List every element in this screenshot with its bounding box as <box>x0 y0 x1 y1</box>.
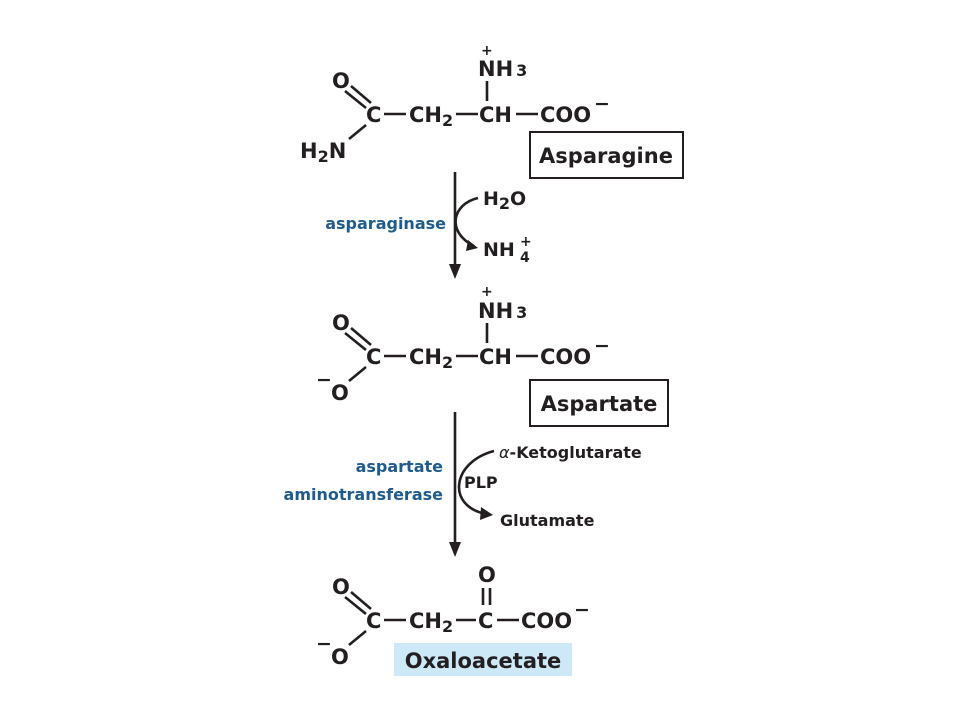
oxaloacetate-structure: O O C CH2 C COO − − O Oxaloacetate <box>316 563 590 676</box>
oxaloacetate-coo: COO <box>521 609 572 633</box>
asparagine-coo: COO <box>540 103 591 127</box>
step1-side-arrow <box>454 196 479 248</box>
aspartate-coo: COO <box>540 345 591 369</box>
oxaloacetate-label-highlight <box>394 643 572 676</box>
aspartate-carbonyl-o: O <box>332 311 350 335</box>
aspartate-c-o-bond <box>348 365 367 383</box>
aspartate-co-double-bond-b <box>350 327 372 346</box>
step1-ammonium-output: NH <box>483 239 515 261</box>
aspartate-o-minus: O <box>331 381 349 405</box>
aspartate-coo-charge: − <box>594 335 610 357</box>
aspartate-label-box <box>529 379 669 427</box>
step1-ammonium-charge: + <box>520 234 532 250</box>
asparagine-label: Asparagine <box>539 144 673 168</box>
oxaloacetate-keto-c: C <box>478 609 493 633</box>
step1-side-arrowhead <box>466 240 478 251</box>
asparagine-amide-nh2: H2N <box>300 139 346 166</box>
oxaloacetate-o-minus-charge: − <box>316 633 332 655</box>
asparaginase-enzyme-label: asparaginase <box>325 214 446 233</box>
step1-ammonium-subscript: 4 <box>520 250 530 266</box>
oxaloacetate-coo-charge: − <box>574 599 590 621</box>
step1-main-arrowhead <box>449 264 461 279</box>
asparagine-ch2: CH2 <box>409 103 453 130</box>
oxaloacetate-co-double-bond-b <box>350 591 372 610</box>
asparagine-co-double-bond-b <box>350 85 372 104</box>
step2-side-arrowhead <box>480 507 493 520</box>
glutamate-output: Glutamate <box>500 511 595 530</box>
aspartate-o-minus-charge: − <box>316 369 332 391</box>
alpha-ketoglutarate-input: α-Ketoglutarate <box>499 443 642 462</box>
asparagine-nh3-charge: + <box>481 43 493 59</box>
aspartate-aminotransferase-label-line1: aspartate <box>356 457 444 476</box>
asparagine-c-n-bond <box>348 123 367 141</box>
step2-reaction: aspartate aminotransferase PLP α-Ketoglu… <box>284 412 642 557</box>
aspartate-aminotransferase-label-line2: aminotransferase <box>284 485 444 504</box>
asparagine-label-box <box>529 131 684 179</box>
asparagine-co-double-bond-a <box>344 89 367 110</box>
aspartate-ch: CH <box>479 345 512 369</box>
oxaloacetate-ch2: CH2 <box>409 609 453 636</box>
aspartate-carboxyl-c: C <box>366 345 381 369</box>
oxaloacetate-carbonyl-o: O <box>332 575 350 599</box>
aspartate-ch2: CH2 <box>409 345 453 372</box>
aspartate-co-double-bond-a <box>344 331 367 352</box>
asparagine-coo-charge: − <box>594 93 610 115</box>
step1-reaction: asparaginase H2O NH + 4 <box>325 172 532 279</box>
asparagine-carbonyl-o: O <box>332 69 350 93</box>
oxaloacetate-keto-o: O <box>478 563 496 587</box>
oxaloacetate-o-minus: O <box>331 645 349 669</box>
aspartate-label: Aspartate <box>541 392 658 416</box>
oxaloacetate-c-o-bond <box>348 629 367 647</box>
oxaloacetate-co-double-bond-a <box>344 595 367 616</box>
asparagine-ch: CH <box>479 103 512 127</box>
step1-water-input: H2O <box>483 188 526 213</box>
step2-main-arrowhead <box>449 542 461 557</box>
plp-cofactor-label: PLP <box>464 473 498 492</box>
oxaloacetate-carboxyl-c: C <box>366 609 381 633</box>
oxaloacetate-label: Oxaloacetate <box>405 649 562 673</box>
asparagine-carbonyl-c: C <box>366 103 381 127</box>
aspartate-nh3-charge: + <box>481 284 493 300</box>
step2-side-arrow <box>457 449 495 516</box>
